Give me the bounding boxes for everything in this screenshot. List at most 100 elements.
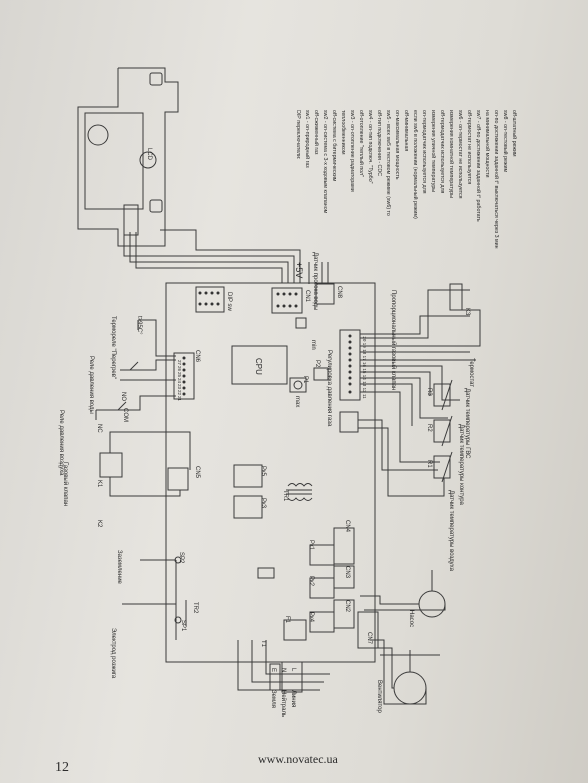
label-cn1: CN1 xyxy=(304,290,310,303)
label-thermostat: Термостат xyxy=(468,358,474,387)
dip-note-line: sw7 - off-по достижении заданной t° рабо… xyxy=(475,110,482,222)
label-cn5: CN5 xyxy=(194,466,200,479)
pin-label: 25 xyxy=(177,372,182,378)
label-gas-valve: Газовый клапан xyxy=(62,462,69,506)
dip-note-line: sw6 - on-термостат не используется xyxy=(457,110,463,199)
label-cn7: CN7 xyxy=(366,632,372,645)
dip-note-line: off-термодатчик используется для xyxy=(439,110,445,194)
dip-note-line: теплообменником xyxy=(340,110,346,155)
label-r3: R3 xyxy=(426,388,432,396)
label-cn4: CN4 xyxy=(344,520,350,533)
label-e: E xyxy=(270,668,276,672)
dip-note-line: off-штатный режим xyxy=(511,110,518,157)
label-l: L xyxy=(290,668,296,672)
dip-note-line: on-максимальная мощность xyxy=(394,110,400,180)
label-sp1: SP1 xyxy=(180,620,186,632)
label-com: COM xyxy=(122,408,128,422)
connector-cn6 xyxy=(173,352,195,400)
pin-label: 13 xyxy=(362,381,367,387)
dip-note-line: sw8 - on-тестовый режим xyxy=(502,110,509,172)
dip-note-line: off-система с битермическим xyxy=(331,110,337,182)
pin-label: 24 xyxy=(177,378,182,384)
label-max: max xyxy=(294,396,300,407)
label-cpu: CPU xyxy=(254,358,263,375)
label-r2: R2 xyxy=(426,424,432,432)
label-n: N xyxy=(280,668,286,672)
dip-note-line: off-термостат не используется xyxy=(466,110,472,184)
pin-label: 16 xyxy=(362,362,367,368)
label-neutral: Нейтраль xyxy=(280,690,287,717)
label-k1: K1 xyxy=(96,480,102,488)
display-unit xyxy=(77,67,179,247)
dip-note-line: измерения уличной температуры xyxy=(430,110,437,192)
label-p2: P2 xyxy=(314,360,320,368)
label-lcd: LCD xyxy=(146,148,152,161)
dip-note-line: измерения комнатной температуры xyxy=(448,110,455,198)
transformer-tr1 xyxy=(286,483,313,501)
label-cn6: CN6 xyxy=(194,350,200,363)
website-url: www.novatec.ua xyxy=(258,752,338,766)
fan-motor xyxy=(370,639,440,705)
cpu-chip xyxy=(231,345,288,385)
dip-note-line: sw4 - on-тип подключ. "Турбо" xyxy=(367,110,373,184)
label-cn8: CN8 xyxy=(336,286,342,299)
label-5v: +5V xyxy=(294,262,304,278)
pin-label: 27 xyxy=(177,360,182,366)
label-k2: K2 xyxy=(96,520,102,528)
dip-note-line: если sw6 в положении (нормальный режим) xyxy=(412,110,419,219)
label-relay-3: Рк3 xyxy=(260,498,266,509)
pin-label: 17 xyxy=(362,356,367,362)
label-sensor-loop: Датчик температуры контура xyxy=(458,424,464,506)
label-sensor-dhw: Датчик температуры ГВС xyxy=(464,388,470,459)
label-tr1: TR1 xyxy=(282,490,288,502)
dip-note-line: on-по достижении заданной t° выключаться… xyxy=(493,110,500,249)
label-t1: T1 xyxy=(260,640,266,648)
pin-label: 23 xyxy=(177,384,182,390)
pin-label: 20 xyxy=(362,336,367,342)
label-p1: P1 xyxy=(302,376,308,384)
label-fan: Вентилятор xyxy=(376,680,382,714)
label-cn2: CN2 xyxy=(344,600,350,613)
label-proportional-valve: Пропорциональный газовый клапан xyxy=(390,290,397,390)
label-relay-5: Рк5 xyxy=(260,466,266,477)
label-no: NO xyxy=(120,392,126,401)
label-thermorelay: Термореле "Перегрев" xyxy=(110,316,116,379)
label-sensor-air: Датчик температуры воздуха xyxy=(448,490,454,572)
dip-note-line: off-тип подключения - CDC xyxy=(376,110,382,176)
dip-note-line: sw1 - on-природный газ xyxy=(304,110,311,168)
label-sp2: SP2 xyxy=(178,552,184,564)
label-f1: F1 xyxy=(284,616,290,624)
pin-label: 11 xyxy=(362,394,367,399)
pin-label: 22 xyxy=(177,390,182,396)
dip-note-line: sw2 - on-система с 3-х ходовым клапаном xyxy=(322,110,328,214)
dip-note-line: sw3 - on-отопление радиаторами xyxy=(349,110,355,192)
dip-note-line: off-сжиженный газ xyxy=(313,110,320,155)
dip-note-line: sw5 - всех sw5 в тестовом режиме (sw6) т… xyxy=(385,110,391,216)
label-relay-4: Рк4 xyxy=(308,612,314,623)
label-min: min xyxy=(310,340,316,350)
label-ground-terminal: Заземление xyxy=(116,550,122,585)
label-nc: NC xyxy=(96,424,102,433)
label-r1: R1 xyxy=(426,460,432,468)
dip-note-line: on-термодатчик используется для xyxy=(421,110,427,194)
gas-valve xyxy=(99,452,123,478)
label-relay-1: Рк1 xyxy=(308,540,314,551)
label-electrode: Электрод розжига xyxy=(110,628,116,679)
label-gas-regulator: Регулировка давления газа xyxy=(326,350,332,427)
label-flow-sensor: Датчик протока воды xyxy=(312,252,318,311)
label-air-relay: Реле давления воздуха xyxy=(58,410,64,476)
dip-note-line: off-отопление "теплый пол" xyxy=(358,110,365,177)
pin-label: 15 xyxy=(362,368,367,374)
dip-note-line: DIP переключатели: xyxy=(295,110,301,159)
dip-note-line: на минимальной мощности xyxy=(484,110,491,177)
label-phase: Линия xyxy=(290,690,296,707)
label-ground-line: Земля xyxy=(270,690,276,708)
k3-coil xyxy=(449,283,463,311)
dip-switch-block xyxy=(195,286,225,313)
label-pump: Насос xyxy=(408,610,414,627)
label-k3: K3 xyxy=(464,308,470,316)
pump-motor xyxy=(360,570,446,618)
dip-note-line: off-минимальная xyxy=(403,110,409,151)
